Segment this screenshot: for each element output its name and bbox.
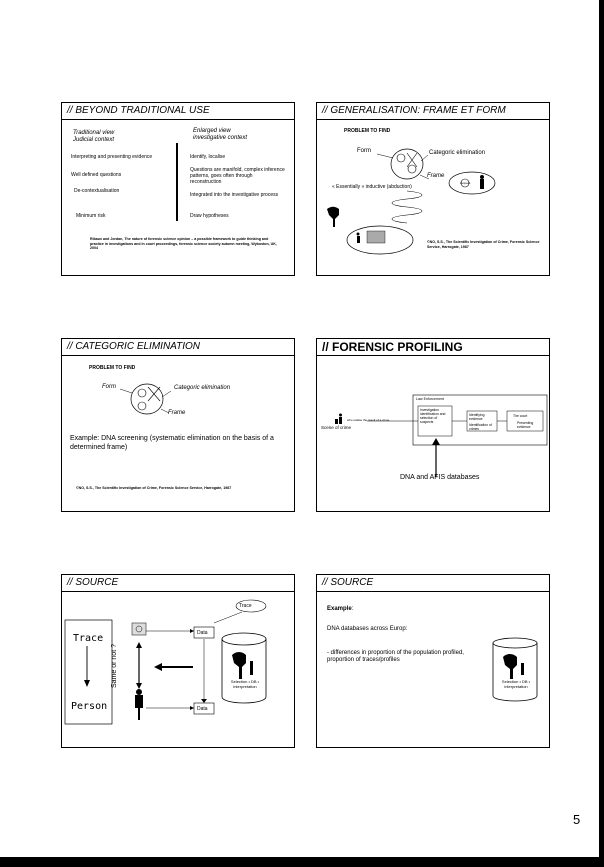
person-label: Person <box>71 701 108 712</box>
court-label: The court <box>513 414 528 418</box>
row-left-3: De-contextualisation <box>74 188 120 194</box>
categoric-elimination-label: Categoric elimination <box>174 385 231 391</box>
example-colon: : <box>351 606 354 612</box>
trace-bubble-label: Trace <box>239 603 252 609</box>
title-rule <box>62 119 294 120</box>
investigation-box: Investigation identification and selecti… <box>420 408 446 424</box>
example-heading: Example: <box>327 606 353 613</box>
example-word: Example <box>327 606 352 612</box>
row-right-1: Identify, localise <box>190 154 226 160</box>
slide-beyond-traditional-use: // BEYOND TRADITIONAL USE Traditional vi… <box>61 102 295 276</box>
title-rule <box>317 591 549 592</box>
slide-source-diagram: // SOURCE <box>61 574 295 748</box>
slide-title: // FORENSIC PROFILING <box>322 340 463 354</box>
data-top-label: Data <box>197 630 208 636</box>
left-heading-1: Traditional view <box>73 130 115 136</box>
slide-title: // SOURCE <box>67 577 119 588</box>
scene-of-crime-label: Scene of crime <box>321 425 352 430</box>
databases-label: DNA and AFIS databases <box>400 474 480 481</box>
problem-label: PROBLEM TO FIND <box>344 128 391 134</box>
page-number: 5 <box>573 812 581 827</box>
example-text: Example: DNA screening (systematic elimi… <box>70 435 274 451</box>
right-heading-2: investigative context <box>193 135 248 141</box>
slide-reference: ©NO, S.S., The Scientific Investigation … <box>427 240 540 249</box>
right-heading-1: Enlarged view <box>193 128 231 134</box>
slide-generalisation-frame-form: // GENERALISATION: FRAME ET FORM PROBLEM… <box>316 102 550 276</box>
problem-label: PROBLEM TO FIND <box>89 365 136 371</box>
slide-reference: ©NO, S.S., The Scientific Investigation … <box>76 486 232 490</box>
slide-title: // SOURCE <box>322 577 374 588</box>
slide-title: // BEYOND TRADITIONAL USE <box>67 105 210 116</box>
slide-categoric-elimination: // CATEGORIC ELIMINATION PROBLEM TO FIND… <box>61 338 295 512</box>
slide-title: // CATEGORIC ELIMINATION <box>67 341 200 352</box>
frame-label: Frame <box>168 410 186 416</box>
suspect-label: suspect <box>460 181 471 185</box>
slide-title: // GENERALISATION: FRAME ET FORM <box>322 105 506 116</box>
identification-of-crimes-box: Identification of crimes <box>469 423 492 431</box>
db-interpretation-label: Selection • DB • interpretation <box>230 679 260 689</box>
bullet-text: - differences in proportion of the popul… <box>327 650 464 663</box>
presenting-evidence-box: Presenting evidence <box>517 421 534 429</box>
left-heading-2: Judicial context <box>73 137 115 143</box>
slide-source-example: // SOURCE Example: DNA databases across … <box>316 574 550 748</box>
law-enforcement-label: Law Enforcement <box>416 397 444 401</box>
profiling-flow-diagram <box>335 394 548 477</box>
subtitle-text: DNA databases across Europ: <box>327 626 408 632</box>
vertical-divider <box>176 143 178 221</box>
source-diagram <box>64 599 267 725</box>
arrow-text: who realise the result of a crime <box>347 418 390 422</box>
inference-label: « Essentially » inductive (abduction) <box>332 184 412 190</box>
database-cylinder <box>492 637 538 702</box>
slide-forensic-profiling: // FORENSIC PROFILING Law Enforcement Sc… <box>316 338 550 512</box>
categoric-elimination-diagram <box>119 383 172 415</box>
title-rule <box>62 591 294 592</box>
row-right-4: Draw hypotheses <box>190 213 229 219</box>
slide-reference: Ribaux and Jordan, The nature of forensi… <box>90 237 277 250</box>
form-label: Form <box>357 148 371 154</box>
row-right-2: Questions are manifold, complex inferenc… <box>190 167 285 185</box>
row-left-2: Well defined questions <box>71 172 122 178</box>
trace-label: Trace <box>73 633 104 644</box>
row-left-4: Minimum risk <box>76 213 106 219</box>
same-or-not-label: Same or not ? <box>110 644 118 688</box>
identifying-evidence-box: Identifying evidence <box>469 413 485 421</box>
form-label: Form <box>102 384 116 390</box>
row-left-1: Interpreting and presenting evidence <box>71 154 153 160</box>
data-bottom-label: Data <box>197 706 208 712</box>
db-interpretation-label: Selection • DB • interpretation <box>501 679 531 689</box>
title-rule <box>317 119 549 120</box>
categoric-elimination-label: Categoric elimination <box>429 150 486 156</box>
frame-form-diagram <box>327 148 496 255</box>
title-rule <box>62 355 294 356</box>
frame-label: Frame <box>427 173 445 179</box>
title-rule <box>317 355 549 356</box>
row-right-3: Integrated into the investigative proces… <box>190 192 279 198</box>
